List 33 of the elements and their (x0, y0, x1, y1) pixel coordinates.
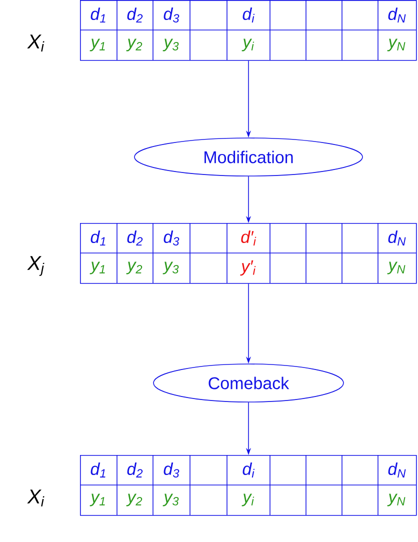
cell-value: d′$_{i}$ (241, 230, 256, 246)
row-label: X$_{i}$ (27, 490, 44, 506)
cell-value: d$_{2}$ (127, 462, 143, 478)
cell-value: d$_{1}$ (90, 462, 106, 478)
cell-value: d$_{N}$ (388, 8, 406, 22)
cell-value: y′$_{i}$ (240, 260, 256, 276)
cell-value: y$_{i}$ (242, 38, 254, 52)
cell-value: d$_{3}$ (164, 462, 180, 478)
cell-value: y$_{1}$ (90, 262, 105, 274)
cell-value: y$_{3}$ (162, 262, 179, 274)
cell-value: d$_{3}$ (164, 230, 180, 246)
row-label: X$_{j}$ (27, 256, 44, 276)
cell-value: d$_{3}$ (164, 8, 180, 23)
cell-value: y$_{N}$ (387, 494, 406, 506)
cell-value: d$_{i}$ (242, 8, 255, 22)
cell-value: d$_{1}$ (90, 230, 106, 246)
row-label: X$_{i}$ (27, 34, 44, 52)
cell-value: d$_{1}$ (90, 8, 106, 22)
cell-value: y$_{3}$ (162, 494, 179, 506)
cell-value: y$_{1}$ (90, 494, 105, 506)
cell-value: y$_{N}$ (387, 38, 406, 52)
cell-value: y$_{3}$ (162, 38, 179, 52)
cell-value: y$_{1}$ (90, 38, 105, 52)
cell-value: d$_{i}$ (242, 462, 255, 478)
cell-value: d$_{2}$ (127, 8, 143, 22)
cell-value: y$_{i}$ (242, 494, 254, 506)
cell-value: d$_{2}$ (127, 230, 143, 246)
cell-value: y$_{2}$ (126, 494, 142, 506)
cell-value: d$_{N}$ (388, 462, 406, 478)
cell-value: y$_{N}$ (387, 262, 406, 274)
cell-value: y$_{2}$ (126, 38, 142, 52)
cell-value: d$_{N}$ (388, 230, 406, 246)
cell-value: y$_{2}$ (126, 262, 142, 274)
